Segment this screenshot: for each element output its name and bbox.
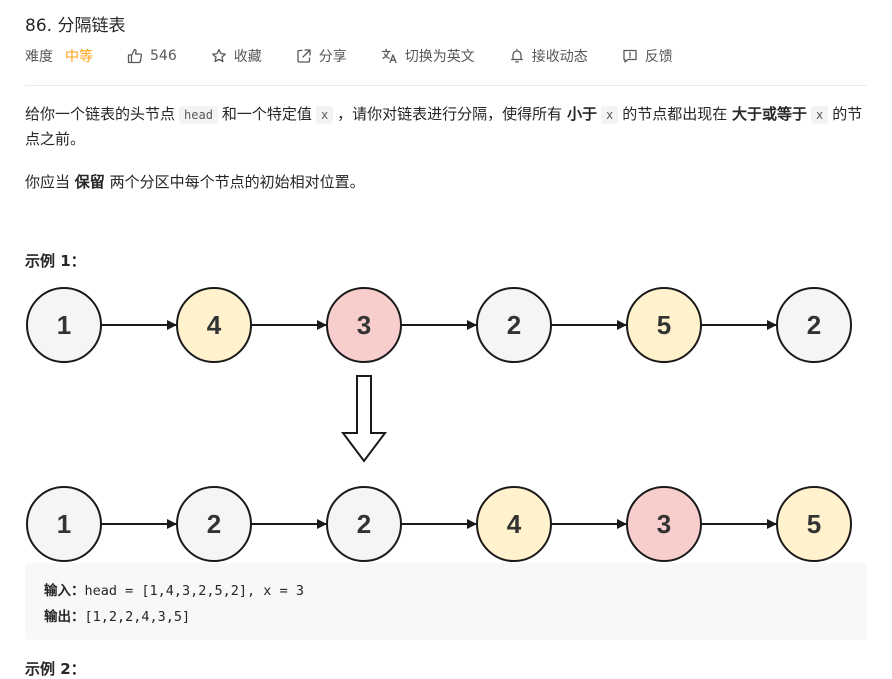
favorite-button[interactable]: 收藏	[211, 46, 262, 66]
list-before: 1 4 3 2 5 2	[26, 287, 852, 363]
description-paragraph-2: 你应当 保留 两个分区中每个节点的初始相对位置。	[25, 170, 867, 194]
inline-code-x: x	[600, 106, 619, 124]
difficulty-label: 难度	[25, 49, 53, 65]
description-text: 给你一个链表的头节点	[25, 105, 176, 123]
list-node-circle	[476, 486, 552, 562]
output-value: [1,2,2,4,3,5]	[84, 609, 191, 625]
example-1-title: 示例 1：	[25, 252, 86, 270]
share-icon	[297, 49, 311, 63]
list-after: 1 2 2 4 3 5	[26, 486, 852, 562]
list-node-value: 2	[807, 310, 821, 340]
problem-meta-bar: 难度 中等 546 收藏 分享 切换为英文 接收动态 反馈	[25, 44, 707, 68]
description-text: 和一个特定值	[221, 105, 312, 123]
example-input-line: 输入：head = [1,4,3,2,5,2], x = 3	[44, 579, 304, 599]
list-node-circle	[26, 287, 102, 363]
inline-code-x: x	[315, 106, 334, 124]
list-node-circle	[176, 486, 252, 562]
list-node-value: 2	[207, 509, 221, 539]
input-value: head = [1,4,3,2,5,2], x = 3	[84, 583, 304, 599]
feedback-icon	[623, 49, 637, 63]
list-node-value: 2	[357, 509, 371, 539]
list-node-circle	[176, 287, 252, 363]
translate-label: 切换为英文	[404, 49, 475, 65]
list-node-circle	[626, 486, 702, 562]
list-node-value: 2	[507, 310, 521, 340]
bold-less-than: 小于	[566, 105, 597, 123]
example-output-line: 输出：[1,2,2,4,3,5]	[44, 605, 190, 625]
output-label: 输出：	[44, 609, 85, 625]
list-node-circle	[326, 287, 402, 363]
bold-keep: 保留	[74, 173, 105, 191]
translate-button[interactable]: 切换为英文	[381, 46, 475, 66]
inline-code-head: head	[179, 106, 218, 124]
down-arrow-icon	[341, 375, 387, 463]
list-node-value: 5	[657, 310, 671, 340]
description-text: 的节点都出现在	[622, 105, 728, 123]
list-node-value: 1	[57, 310, 71, 340]
description-text: 你应当	[25, 173, 71, 191]
translate-icon	[381, 48, 397, 64]
bold-greater-equal: 大于或等于	[732, 105, 808, 123]
list-node-value: 1	[57, 509, 71, 539]
header-divider	[25, 85, 867, 86]
example-2-title: 示例 2：	[25, 660, 86, 678]
like-count: 546	[150, 48, 177, 64]
list-node-value: 3	[357, 310, 371, 340]
subscribe-button[interactable]: 接收动态	[509, 46, 588, 66]
favorite-label: 收藏	[233, 49, 262, 65]
list-node-circle	[26, 486, 102, 562]
bell-icon	[510, 48, 523, 63]
like-button[interactable]: 546	[127, 48, 177, 64]
description-text: 两个分区中每个节点的初始相对位置。	[109, 173, 365, 191]
list-node-value: 5	[807, 509, 821, 539]
problem-title: 86. 分隔链表	[25, 16, 126, 36]
list-node-circle	[776, 287, 852, 363]
list-node-circle	[776, 486, 852, 562]
difficulty-value: 中等	[65, 49, 93, 65]
feedback-button[interactable]: 反馈	[622, 46, 673, 66]
share-button[interactable]: 分享	[296, 46, 347, 66]
description-text: 的节点之前。	[25, 105, 863, 148]
list-node-value: 3	[657, 509, 671, 539]
list-node-circle	[476, 287, 552, 363]
share-label: 分享	[318, 49, 347, 65]
thumbs-up-icon	[127, 48, 143, 64]
feedback-label: 反馈	[644, 49, 673, 65]
example-1-code-block: 输入：head = [1,4,3,2,5,2], x = 3 输出：[1,2,2…	[25, 563, 867, 640]
inline-code-x: x	[811, 106, 829, 124]
subscribe-label: 接收动态	[531, 49, 588, 65]
list-node-value: 4	[207, 310, 222, 340]
list-node-value: 4	[507, 509, 522, 539]
input-label: 输入：	[44, 583, 85, 599]
star-icon	[211, 48, 226, 63]
difficulty: 难度 中等	[25, 46, 93, 66]
list-node-circle	[626, 287, 702, 363]
description-text: ，请你对链表进行分隔，使得所有	[337, 105, 563, 123]
list-node-circle	[326, 486, 402, 562]
